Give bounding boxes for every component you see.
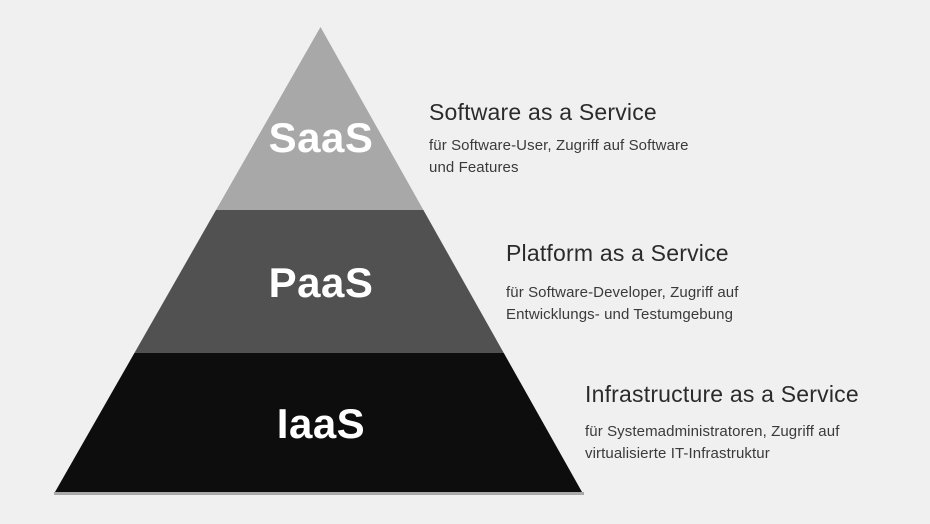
info-paas-desc-line1: für Software-Developer, Zugriff auf (506, 284, 739, 301)
pyramid-layer-saas (216, 27, 424, 210)
pyramid-layer-iaas (55, 353, 582, 492)
info-paas-title: Platform as a Service (506, 240, 729, 266)
info-block-saas: Software as a Service für Software-User,… (429, 99, 689, 179)
info-saas-desc-line2: und Features (429, 159, 519, 176)
pyramid-base-shadow (54, 492, 584, 495)
pyramid-label-iaas: IaaS (277, 400, 365, 447)
info-paas-description: für Software-Developer, Zugriff auf Entw… (506, 282, 739, 326)
pyramid-label-paas: PaaS (269, 259, 374, 306)
info-saas-title: Software as a Service (429, 99, 657, 125)
info-iaas-desc-line1: für Systemadministratoren, Zugriff auf (585, 423, 840, 440)
info-iaas-description: für Systemadministratoren, Zugriff auf v… (585, 421, 859, 465)
info-saas-description: für Software-User, Zugriff auf Software … (429, 135, 689, 179)
info-block-iaas: Infrastructure as a Service für Systemad… (585, 381, 859, 465)
pyramid-label-saas: SaaS (269, 114, 374, 161)
info-saas-desc-line1: für Software-User, Zugriff auf Software (429, 137, 689, 154)
info-iaas-desc-line2: virtualisierte IT-Infrastruktur (585, 445, 770, 462)
info-iaas-title: Infrastructure as a Service (585, 381, 859, 407)
pyramid-layer-paas (134, 210, 504, 353)
info-block-paas: Platform as a Service für Software-Devel… (506, 240, 739, 326)
info-paas-desc-line2: Entwicklungs- und Testumgebung (506, 306, 734, 323)
